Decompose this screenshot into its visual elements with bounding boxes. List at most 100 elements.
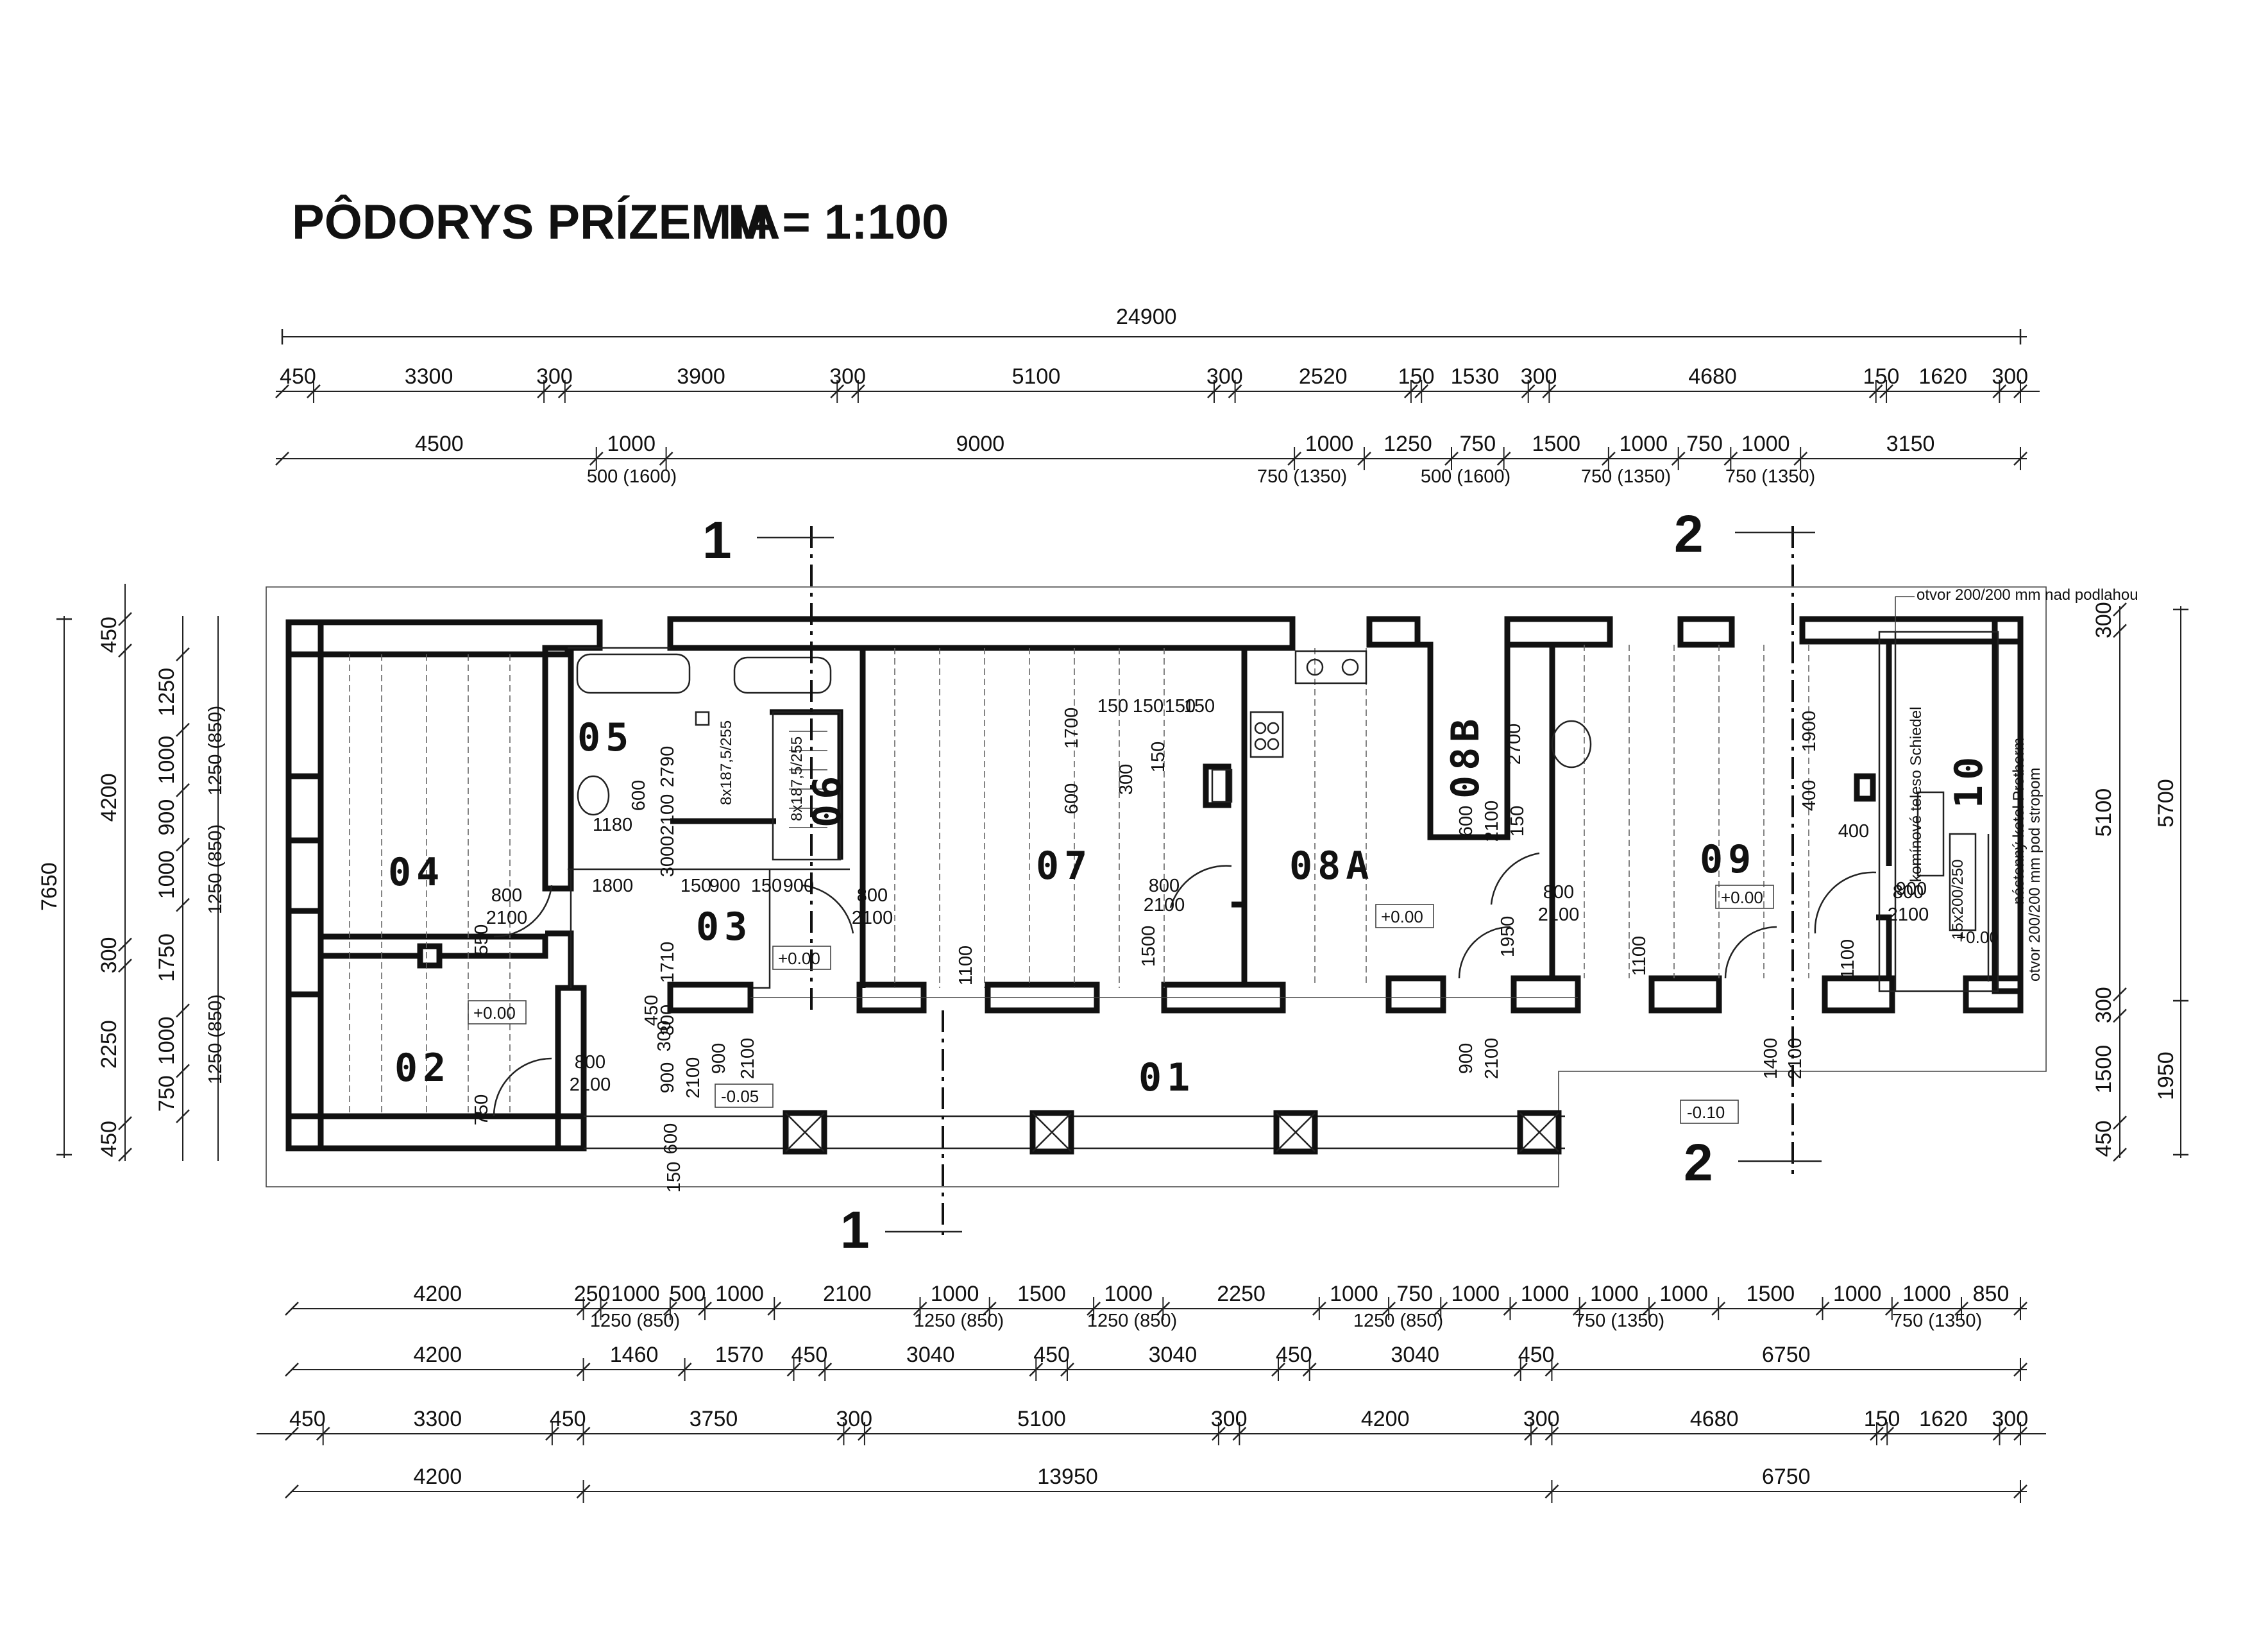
annotation: 900 xyxy=(1896,879,1927,899)
annotation: 400 xyxy=(1799,780,1820,811)
room-07: 07 xyxy=(1036,844,1092,888)
annotation: 450 xyxy=(641,995,662,1026)
annotation: 1100 xyxy=(956,946,976,985)
dim-value: 300 xyxy=(2092,602,2116,638)
beam-lines xyxy=(349,645,1809,1116)
dim-value: 300 xyxy=(97,937,121,974)
dim-value: 1000 xyxy=(931,1282,979,1306)
dim-value: 4200 xyxy=(413,1465,462,1489)
stair-note-1: 8x187,5/255 xyxy=(718,720,735,805)
level-outside: -0.10 xyxy=(1687,1103,1725,1122)
dim-subvalue: 750 (1350) xyxy=(1257,466,1347,487)
annotation: 150 xyxy=(1097,696,1128,717)
dim-value: 6750 xyxy=(1762,1343,1811,1367)
annotation: 600 xyxy=(1456,806,1477,837)
dim-value: 6750 xyxy=(1762,1465,1811,1489)
level-09: +0.00 xyxy=(1721,888,1763,907)
dim-value: 5100 xyxy=(1017,1407,1066,1431)
technical-notes: otvor 200/200 mm nad podlahou otvor 200/… xyxy=(718,586,2138,982)
annotation: 2100 xyxy=(1785,1038,1806,1080)
dim-value: 300 xyxy=(836,1407,872,1431)
annotation: 1900 xyxy=(1799,711,1820,752)
dim-value: 450 xyxy=(1276,1343,1312,1367)
annotation: 1710 xyxy=(657,942,678,983)
dim-value: 1460 xyxy=(610,1343,659,1367)
annotation: 2100 xyxy=(1144,895,1185,915)
dim-value: 450 xyxy=(289,1407,326,1431)
dim-value: 450 xyxy=(1033,1343,1070,1367)
annotation: 300 xyxy=(657,1005,678,1035)
annotation: 750 xyxy=(471,1094,492,1125)
dim-subvalue: 750 (1350) xyxy=(1725,466,1815,487)
dim-subvalue: 750 (1350) xyxy=(1892,1311,1982,1331)
dim-value: 850 xyxy=(1973,1282,2010,1306)
room-06: 06 xyxy=(805,771,850,828)
level-10: +0.00 xyxy=(1956,928,1999,947)
room-08a: 08A xyxy=(1289,844,1374,888)
level-03: +0.00 xyxy=(778,949,820,968)
dim-value: 3300 xyxy=(413,1407,462,1431)
dim-value: 1000 xyxy=(607,432,656,456)
dim-value: 4200 xyxy=(413,1343,462,1367)
plan-title: PÔDORYS PRÍZEMIA xyxy=(292,195,780,250)
dim-value: 1000 xyxy=(611,1282,660,1306)
annotation: 150 xyxy=(1133,696,1164,717)
level-terrace: -0.05 xyxy=(721,1087,759,1106)
room-labels: 01 02 03 04 05 06 07 08A 08B 09 10 xyxy=(388,714,1992,1100)
dim-value: 4500 xyxy=(415,432,464,456)
dim-value: 1000 xyxy=(1619,432,1668,456)
dim-right-1950: 1950 xyxy=(2154,1051,2178,1100)
fixtures xyxy=(576,650,1990,982)
dim-subvalue: 750 (1350) xyxy=(1575,1311,1664,1331)
room-10: 10 xyxy=(1947,752,1992,808)
level-02: +0.00 xyxy=(473,1003,516,1023)
annotation: 600 xyxy=(661,1123,681,1154)
annotation: 150 xyxy=(681,876,711,896)
annotation: 600 xyxy=(1062,783,1082,814)
dim-value: 1000 xyxy=(1833,1282,1882,1306)
dim-value: 250 xyxy=(574,1282,611,1306)
dim-value: 3150 xyxy=(1886,432,1935,456)
annotation: 1100 xyxy=(1629,936,1650,976)
annotation: 2100 xyxy=(1482,1038,1502,1080)
annotation: 1500 xyxy=(1138,926,1159,967)
annotation: 1180 xyxy=(593,815,632,835)
dim-value: 1000 xyxy=(155,851,179,899)
annotation: 550 xyxy=(471,924,492,955)
dim-value: 300 xyxy=(536,364,573,389)
dim-value: 150 xyxy=(1864,1407,1900,1431)
stair-note-2: 8x187,5/255 xyxy=(788,736,806,821)
site-outline xyxy=(266,586,2047,1187)
building-walls xyxy=(285,616,2024,1152)
annotation: 300 xyxy=(1116,764,1137,795)
dim-value: 1620 xyxy=(1918,364,1967,389)
dim-value: 750 xyxy=(1686,432,1723,456)
dim-value: 9000 xyxy=(956,432,1005,456)
dim-subvalue: 500 (1600) xyxy=(1421,466,1511,487)
annotation: 900 xyxy=(709,1043,729,1074)
dim-subvalue: 1250 (850) xyxy=(1087,1311,1177,1331)
annotation: 300 xyxy=(654,1021,675,1051)
dim-value: 1500 xyxy=(1532,432,1580,456)
annotation: 2100 xyxy=(738,1038,758,1080)
dim-value: 4680 xyxy=(1690,1407,1739,1431)
annotation: 150 xyxy=(1184,696,1215,717)
dim-value: 1000 xyxy=(1902,1282,1951,1306)
dim-value: 5100 xyxy=(2092,788,2116,837)
annotation: 1950 xyxy=(1498,916,1518,958)
dim-value: 300 xyxy=(1521,364,1557,389)
annotation: 2100 xyxy=(486,908,528,928)
dim-value: 2250 xyxy=(97,1020,121,1069)
note-opening-bottom: otvor 200/200 mm pod stropom xyxy=(2026,767,2044,982)
dim-value: 1750 xyxy=(155,933,179,982)
room-08b: 08B xyxy=(1443,714,1488,799)
annotation: 2100 xyxy=(1482,801,1502,842)
annotation: 2790 xyxy=(657,746,678,788)
dim-value: 3040 xyxy=(906,1343,955,1367)
dim-value: 300 xyxy=(1211,1407,1248,1431)
dim-value: 450 xyxy=(550,1407,586,1431)
dim-value: 300 xyxy=(1992,1407,2028,1431)
